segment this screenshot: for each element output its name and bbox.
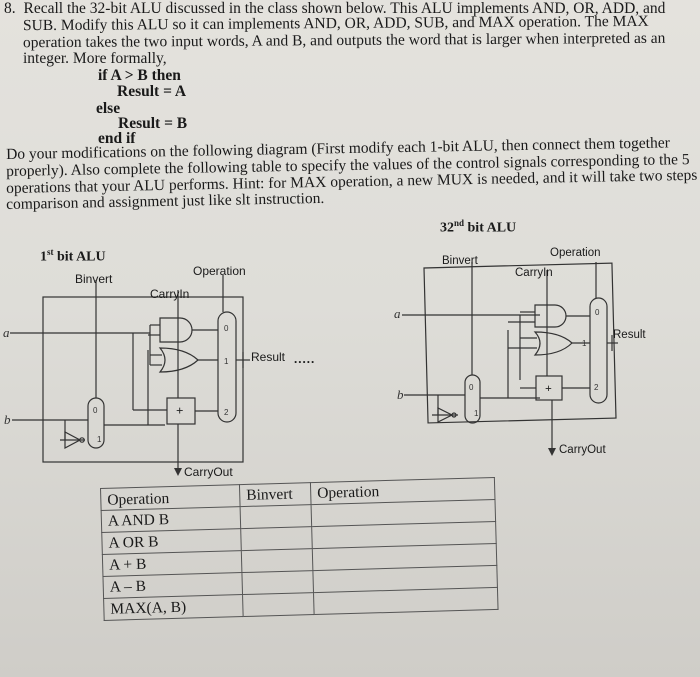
alu1-b-label: b xyxy=(4,412,11,427)
alu1-mux-label-2: 2 xyxy=(224,408,229,417)
alu32-diagram xyxy=(402,262,618,450)
alu1-outer-box xyxy=(42,296,244,463)
binvert-cell[interactable] xyxy=(240,504,312,529)
binvert-cell[interactable] xyxy=(241,570,314,595)
alu32-title: 32nd bit ALU xyxy=(440,218,517,236)
alu32-outer-box xyxy=(423,262,617,424)
alu32-mux-label-1: 1 xyxy=(582,339,587,348)
alu1-and-gate xyxy=(159,317,193,343)
control-signal-table: Operation Binvert Operation A AND B A OR… xyxy=(100,477,499,621)
alu32-b-label: b xyxy=(397,387,404,402)
alu1-diagram xyxy=(10,275,250,470)
alu32-mux-label-2: 2 xyxy=(594,383,599,392)
alu32-and-gate xyxy=(534,304,567,328)
problem-number: 8. xyxy=(4,0,16,17)
alu32-or-gate xyxy=(533,331,573,356)
alu32-result-label: Result xyxy=(613,329,646,341)
problem-line-1: Recall the 32-bit ALU discussed in the c… xyxy=(23,0,666,17)
alu32-carryout-arrow xyxy=(548,448,556,456)
operation-cell[interactable] xyxy=(313,587,499,615)
alu1-or-gate xyxy=(158,347,199,373)
alu32-inverter xyxy=(437,407,454,423)
alu32-result-mux xyxy=(589,297,608,404)
pseudo-else: else xyxy=(96,100,121,117)
alu1-carryout-label: CarryOut xyxy=(184,465,233,479)
alu32-binvert-label: Binvert xyxy=(442,255,478,267)
binvert-cell[interactable] xyxy=(240,526,313,551)
alu32-a-label: a xyxy=(394,306,401,321)
alu1-mux-label-0: 0 xyxy=(224,324,229,333)
header-binvert: Binvert xyxy=(239,482,312,507)
problem-line-4: integer. More formally, xyxy=(23,50,167,67)
alu32-bmux-label-1: 1 xyxy=(474,409,479,418)
alu1-a-label: a xyxy=(3,325,10,340)
binvert-cell[interactable] xyxy=(241,548,313,573)
pseudo-result-a: Result = A xyxy=(117,83,187,100)
alu32-operation-label: Operation xyxy=(550,247,601,259)
alu1-carryout-arrow xyxy=(174,468,182,476)
alu32-mux-label-0: 0 xyxy=(595,308,600,317)
alu32-carryin-label: CarryIn xyxy=(515,267,553,279)
alu1-inverter xyxy=(64,431,82,449)
alu1-bmux-label-1: 1 xyxy=(97,435,102,444)
alu32-plus-sign: + xyxy=(545,381,552,395)
alu1-mux-label-1: 1 xyxy=(224,357,229,366)
pseudo-result-b: Result = B xyxy=(118,115,188,132)
alu1-binvert-label: Binvert xyxy=(75,272,113,286)
alu1-plus-sign: + xyxy=(176,403,183,418)
alu1-title: 1st bit ALU xyxy=(40,247,106,265)
alu1-result-label: Result xyxy=(251,350,286,364)
alu32-carryout-label: CarryOut xyxy=(559,444,606,456)
alu1-bmux-label-0: 0 xyxy=(93,406,98,415)
alu32-bmux-label-0: 0 xyxy=(469,383,474,392)
alu1-operation-label: Operation xyxy=(193,264,246,278)
row-label: MAX(A, B) xyxy=(103,594,244,621)
binvert-cell[interactable] xyxy=(242,592,315,617)
alu1-continuation-dots: ..... xyxy=(294,351,316,366)
pseudo-if: if A > B then xyxy=(98,67,181,84)
alu1-result-mux xyxy=(217,311,237,423)
pseudo-end-if: end if xyxy=(98,130,136,147)
alu1-carryin-label: CarryIn xyxy=(150,287,190,301)
